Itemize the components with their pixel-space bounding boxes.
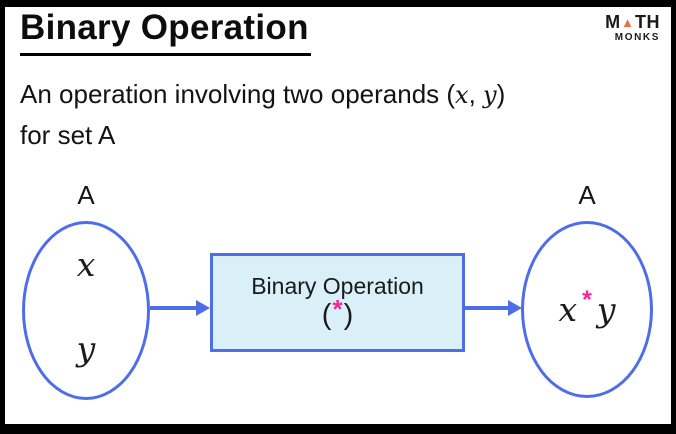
operand-y-inline: y <box>483 81 497 109</box>
right-set-label: A <box>578 180 596 210</box>
paren-close: ) <box>343 299 354 332</box>
box-title: Binary Operation <box>251 272 424 299</box>
result-expression: x*y <box>558 288 616 329</box>
definition-prefix: An operation involving two operands ( <box>20 79 456 109</box>
arrow-box-to-right <box>465 300 522 316</box>
result-y: y <box>596 290 616 329</box>
logo-monks-text: MONKS <box>614 32 660 43</box>
definition-text: An operation involving two operands (x, … <box>20 74 505 155</box>
triangle-icon: ▲ <box>621 14 635 30</box>
arrowhead-icon <box>196 300 210 316</box>
arrow-left-to-box <box>150 300 210 316</box>
left-element-y: y <box>76 329 96 368</box>
operand-x-inline: x <box>455 81 469 109</box>
binary-operation-box: Binary Operation (*) <box>210 253 465 352</box>
asterisk-operator: * <box>582 286 592 314</box>
math-monks-logo: M▲TH MONKS <box>605 13 660 43</box>
logo-wordmark: M▲TH <box>605 13 660 31</box>
page-title: Binary Operation <box>20 8 311 56</box>
result-x: x <box>558 290 578 329</box>
left-element-x: x <box>76 245 96 284</box>
right-set-ellipse: x*y <box>521 221 653 398</box>
arrow-shaft <box>150 306 196 310</box>
arrow-shaft <box>465 306 508 310</box>
definition-separator: , <box>468 79 484 109</box>
definition-line-1: An operation involving two operands (x, … <box>20 74 505 115</box>
definition-suffix: ) <box>496 79 506 109</box>
logo-letter-m: M <box>605 12 621 32</box>
logo-letters-th: TH <box>635 12 660 32</box>
paren-open: ( <box>321 299 332 332</box>
left-set-label: A <box>77 180 95 210</box>
arrowhead-icon <box>508 300 522 316</box>
box-operator-symbol: (*) <box>321 295 354 332</box>
definition-line-2: for set A <box>20 120 116 150</box>
asterisk-operator: * <box>332 293 343 324</box>
left-set-ellipse: x y <box>22 221 150 400</box>
